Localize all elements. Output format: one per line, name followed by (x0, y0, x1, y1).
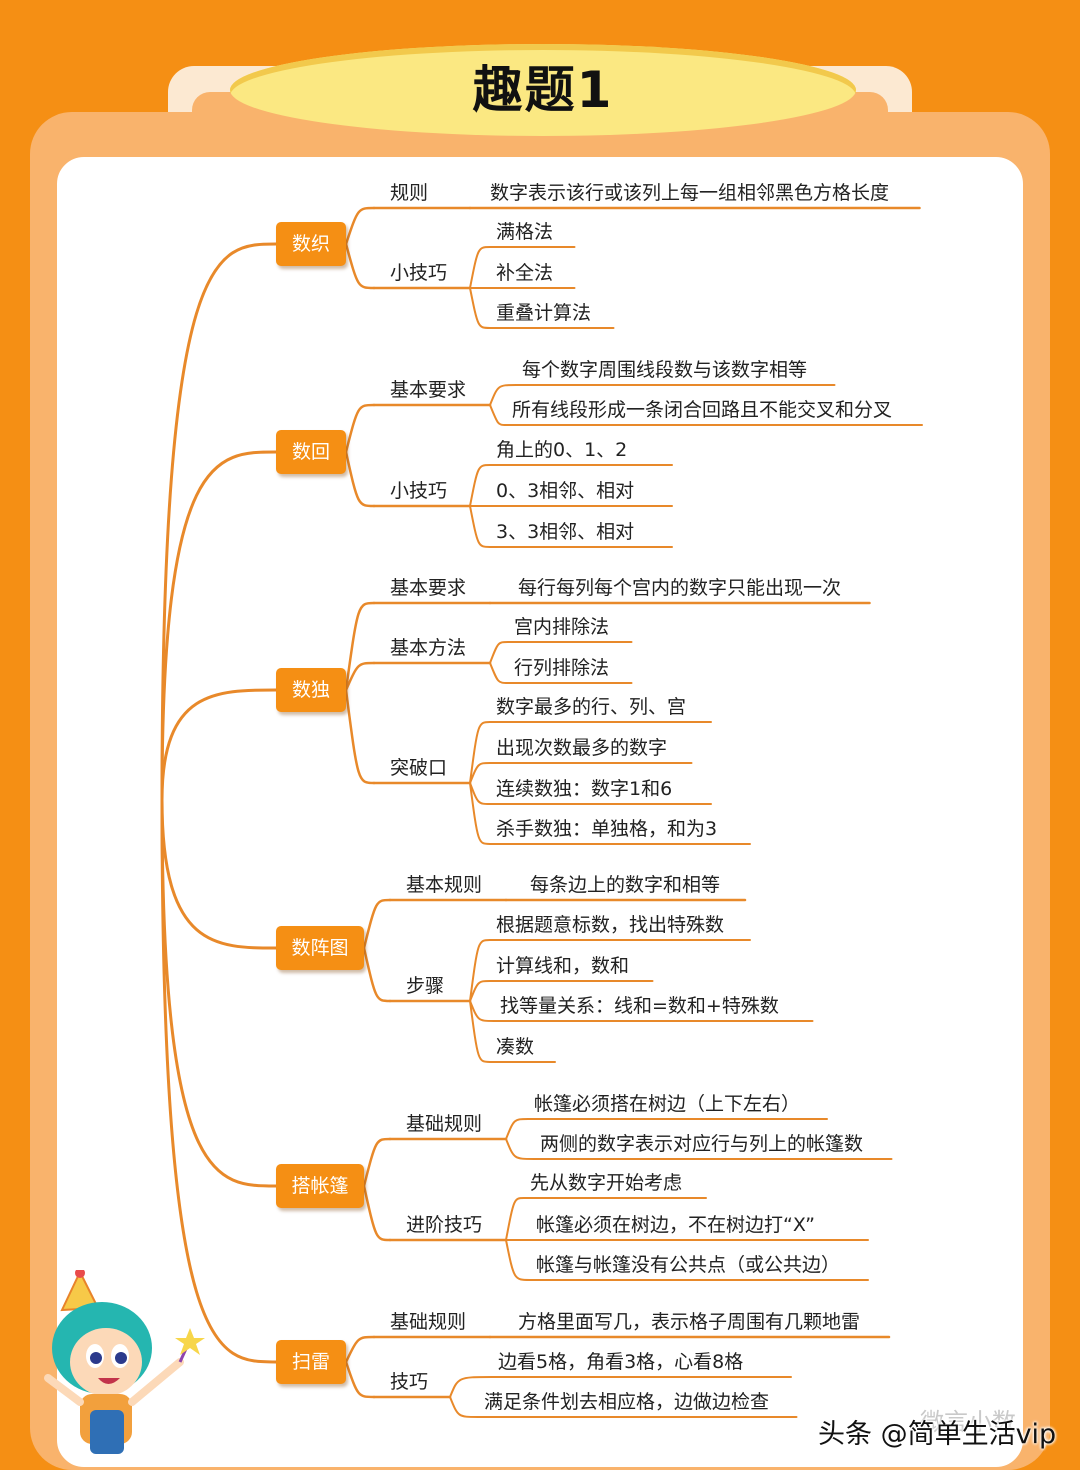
sub-topic-label: 基本要求 (390, 577, 467, 599)
connector-line (160, 688, 278, 802)
connector-line (469, 782, 491, 805)
leaf-item-label: 数字最多的行、列、宫 (496, 696, 687, 718)
leaf-item-label: 两侧的数字表示对应行与列上的帐篷数 (540, 1133, 864, 1155)
connector-line (160, 798, 278, 1188)
connector-line (449, 1376, 493, 1398)
leaf-item-label: 帐篷必须搭在树边（上下左右） (534, 1093, 801, 1115)
leaf-item-label: 先从数字开始考虑 (530, 1172, 683, 1194)
leaf-item-label: 计算线和，数和 (496, 955, 630, 977)
connector-line (160, 242, 278, 802)
connector-line (160, 798, 278, 950)
faint-watermark: 微言小数 (920, 1408, 1016, 1436)
sub-topic-label: 基础规则 (390, 1311, 467, 1333)
connector-line (489, 384, 517, 406)
connector-line (489, 662, 509, 684)
topic-node-1: 数回 (276, 430, 346, 474)
topic-node-2: 数独 (276, 668, 346, 712)
connector-line (344, 1335, 376, 1364)
sub-topic-label: 小技巧 (390, 262, 448, 284)
leaf-item-label: 连续数独：数字1和6 (496, 778, 673, 800)
connector-line (344, 242, 376, 290)
topic-node-3: 数阵图 (276, 926, 364, 970)
leaf-item-label: 0、3相邻、相对 (496, 480, 635, 502)
connector-line (469, 939, 491, 1002)
connector-line (362, 898, 392, 950)
connector-line (160, 450, 278, 802)
leaf-item-label: 满足条件划去相应格，边做边检查 (484, 1391, 770, 1413)
leaf-item-label: 出现次数最多的数字 (496, 737, 668, 759)
leaf-item-label: 所有线段形成一条闭合回路且不能交叉和分叉 (512, 399, 893, 421)
sub-topic-label: 基本方法 (390, 637, 467, 659)
connector-line (344, 661, 376, 692)
connector-line (505, 1197, 525, 1241)
connector-line (344, 403, 376, 454)
sub-topic-label: 步骤 (406, 975, 445, 997)
leaf-item-label: 方格里面写几，表示格子周围有几颗地雷 (518, 1311, 861, 1333)
connector-line (489, 641, 509, 664)
leaf-item-label: 数字表示该行或该列上每一组相邻黑色方格长度 (490, 182, 890, 204)
leaf-item-label: 满格法 (496, 221, 554, 243)
sub-topic-label: 基本规则 (406, 874, 483, 896)
connector-line (469, 1000, 495, 1022)
connector-line (489, 404, 507, 426)
connector-line (344, 688, 376, 785)
sub-topic-label: 技巧 (390, 1371, 429, 1393)
connector-line (344, 1360, 376, 1399)
toutiao-watermark: 头条 @简单生活vip (818, 1419, 1057, 1450)
sub-topic-label: 小技巧 (390, 480, 448, 502)
leaf-item-label: 每个数字周围线段数与该数字相等 (522, 359, 808, 381)
content-card (54, 154, 1026, 1470)
topic-node-4: 搭帐篷 (276, 1164, 364, 1208)
connector-line (469, 762, 491, 784)
leaf-item-label: 重叠计算法 (496, 302, 592, 324)
cartoon-girl-mascot-icon (44, 1270, 205, 1454)
leaf-item-label: 3、3相邻、相对 (496, 521, 635, 543)
topic-node-0: 数织 (276, 222, 346, 266)
connector-line (344, 601, 376, 692)
leaf-item-label: 补全法 (496, 262, 554, 284)
topic-node-5: 扫雷 (276, 1340, 346, 1384)
connector-line (160, 798, 278, 1364)
connector-line (469, 782, 491, 845)
sub-topic-label: 规则 (390, 182, 429, 204)
connector-line (344, 450, 376, 508)
leaf-item-label: 每行每列每个宫内的数字只能出现一次 (518, 577, 842, 599)
connector-line (469, 721, 491, 784)
connector-line (469, 505, 491, 548)
leaf-item-label: 边看5格，角看3格，心看8格 (498, 1351, 744, 1373)
connector-line (449, 1396, 479, 1418)
leaf-item-label: 每条边上的数字和相等 (530, 874, 721, 896)
page-title: 趣题1 (472, 61, 614, 119)
connector-line (362, 1137, 392, 1188)
connector-line (505, 1138, 535, 1160)
leaf-item-label: 根据题意标数，找出特殊数 (496, 914, 725, 936)
leaf-item-label: 杀手数独：单独格，和为3 (496, 818, 718, 840)
connector-line (469, 1000, 491, 1063)
leaf-item-label: 角上的0、1、2 (496, 439, 628, 461)
leaf-item-label: 行列排除法 (514, 657, 610, 679)
connector-line (362, 1184, 392, 1242)
sub-topic-label: 进阶技巧 (406, 1214, 483, 1236)
connector-line (469, 246, 491, 289)
connector-line (344, 206, 376, 246)
leaf-item-label: 帐篷与帐篷没有公共点（或公共边） (536, 1254, 841, 1276)
sub-topic-label: 突破口 (390, 757, 448, 779)
connector-line (469, 980, 491, 1002)
connector-line (505, 1118, 529, 1140)
title-banner (230, 44, 856, 136)
leaf-item-label: 宫内排除法 (514, 616, 610, 638)
sub-topic-label: 基本要求 (390, 379, 467, 401)
connector-line (362, 946, 392, 1003)
leaf-item-label: 找等量关系：线和=数和+特殊数 (500, 995, 779, 1017)
connector-line (505, 1239, 531, 1281)
connector-line (469, 287, 491, 329)
leaf-item-label: 凑数 (496, 1036, 535, 1058)
connector-line (469, 464, 491, 507)
leaf-item-label: 帐篷必须在树边，不在树边打“X” (536, 1214, 815, 1236)
sub-topic-label: 基础规则 (406, 1113, 483, 1135)
